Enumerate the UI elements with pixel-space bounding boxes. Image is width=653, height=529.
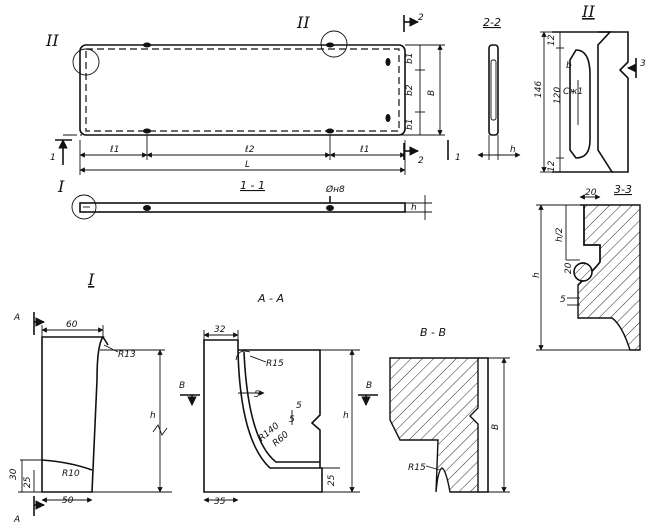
- section-1-1: 1 - 1 I Øн8 h: [57, 177, 432, 220]
- dim-R15-BB: R15: [408, 463, 426, 473]
- dim-5-c: 5: [289, 415, 295, 425]
- dim-chain-width: b1 b2 b1 B: [405, 44, 445, 136]
- dim-h-11: h: [411, 203, 417, 213]
- dim-h-I: h: [150, 411, 156, 421]
- dim-b2: b2: [405, 84, 415, 96]
- dim-25-b: 25: [327, 474, 337, 486]
- plan-view: II II 1 2 2 1 ℓ1 ℓ2 ℓ1 L: [45, 13, 461, 175]
- dim-chain-length: ℓ1 ℓ2 ℓ1 L: [79, 135, 406, 175]
- label-2-2: 2-2: [483, 16, 501, 29]
- mark-3: 3: [640, 59, 646, 69]
- section-2-2: 2-2 h: [477, 16, 521, 160]
- label-detail-II-right: II: [581, 2, 595, 21]
- dim-35: 35: [214, 497, 226, 507]
- dim-20-33: 20: [585, 188, 597, 198]
- detail-circle-II: [320, 30, 348, 58]
- mark-2-bottom: 2: [418, 156, 424, 166]
- detailI-outline: [41, 336, 105, 493]
- dim-dn8: Øн8: [325, 184, 345, 195]
- detail-II: II 12 146 120 12 b Сж1 3: [534, 2, 646, 173]
- dim-l2: ℓ2: [244, 145, 255, 155]
- dim-120: 120: [553, 87, 563, 104]
- dim-h2: h/2: [555, 227, 565, 242]
- dim-R10: R10: [62, 469, 80, 479]
- anchor-marks: [143, 42, 391, 134]
- dim-b1-top: b1: [405, 53, 415, 64]
- sectionBB-body: [389, 357, 479, 493]
- dim-l1-right: ℓ1: [359, 145, 369, 155]
- sectionAA-outer: [203, 339, 323, 493]
- dim-146: 146: [534, 81, 544, 98]
- label-detail-II: II: [296, 13, 310, 32]
- mark-2-top: 2: [418, 13, 424, 23]
- label-B-B: B - B: [420, 326, 446, 339]
- dim-l1-left: ℓ1: [109, 145, 119, 155]
- dim-cm1: Сж1: [563, 87, 583, 97]
- dim-12-top: 12: [547, 34, 557, 46]
- detail-circle-I: [72, 48, 100, 76]
- mark-1-right: 1: [455, 153, 461, 163]
- dim-20-v: 20: [564, 262, 574, 274]
- dim-50: 50: [62, 496, 74, 506]
- dim-b1-bot: b1: [405, 119, 415, 130]
- dim-5-33: 5: [560, 295, 566, 305]
- dim-h-22: h: [510, 145, 516, 155]
- label-I-strip: I: [57, 177, 65, 196]
- dim-25: 25: [23, 476, 33, 488]
- dim-B: B: [427, 90, 437, 96]
- detail-circle-I-strip: [71, 194, 97, 220]
- dim-5-b: 5: [296, 401, 302, 411]
- strip-outline: [79, 202, 406, 213]
- mark-A-top: A: [13, 313, 20, 323]
- section-3-3: 3-3 20 h/2 20 h 5: [532, 183, 641, 351]
- mark-1: 1: [50, 153, 56, 163]
- dim-R15-AA: R15: [266, 359, 284, 369]
- dim-32: 32: [214, 325, 226, 335]
- section-B-B: B - B B R15: [389, 326, 510, 493]
- dim-30: 30: [9, 468, 19, 480]
- dim-12-bot: 12: [547, 160, 557, 172]
- plan-hidden-line: [85, 48, 400, 132]
- dim-B-BB: B: [491, 424, 501, 430]
- dim-h-33: h: [532, 272, 542, 278]
- detail-I: I 60 R13 h 30 25 R10 50 A A: [9, 270, 172, 525]
- label-1-1: 1 - 1: [240, 179, 265, 192]
- dim-R13: R13: [118, 350, 136, 360]
- label-detail-I: I: [87, 270, 95, 289]
- dim-60: 60: [66, 320, 78, 330]
- dim-5-a: 5: [254, 390, 260, 400]
- mark-B-left: B: [179, 381, 185, 391]
- mark-B-right: B: [366, 381, 372, 391]
- hook-loop: [569, 49, 591, 159]
- dim-b-det: b: [566, 61, 572, 71]
- dim-h-AA: h: [343, 411, 349, 421]
- plan-outline: [79, 44, 406, 136]
- label-A-A: A - A: [257, 292, 284, 305]
- mark-A-bot: A: [13, 515, 20, 525]
- label-3-3: 3-3: [614, 183, 632, 196]
- label-detail-II-left: II: [45, 31, 59, 50]
- section-A-A: A - A 32 R15 5 5 5 R140 R60 h 25 35 B B: [179, 292, 378, 507]
- dim-L: L: [245, 160, 250, 170]
- section22-outline: [488, 44, 499, 136]
